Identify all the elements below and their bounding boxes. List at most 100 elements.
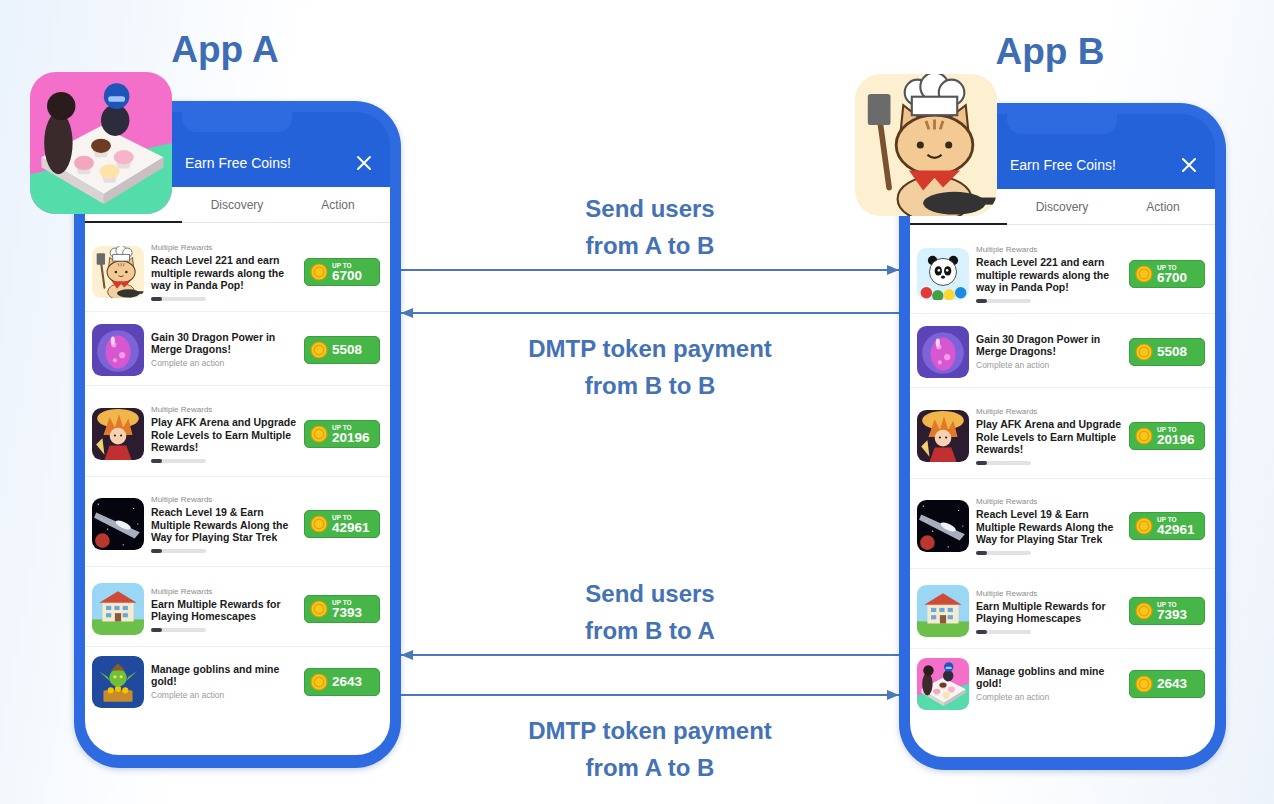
- icon-part: [945, 437, 947, 439]
- coin-amount: 2643: [1157, 677, 1187, 691]
- close-icon: [356, 155, 372, 171]
- button-text: UP TO7393: [1157, 598, 1187, 624]
- icon-part: [917, 585, 969, 637]
- game-icon: [917, 248, 969, 300]
- offer-row: Multiple RewardsEarn Multiple Rewards fo…: [910, 573, 1215, 649]
- offer-title: Play AFK Arena and Upgrade Role Levels t…: [151, 416, 297, 454]
- icon-part: [92, 656, 144, 708]
- icon-part: [943, 670, 953, 681]
- icon-part: [101, 105, 129, 136]
- coin-amount: 42961: [332, 521, 370, 535]
- progress-fill: [976, 461, 987, 465]
- icon-part: [931, 608, 936, 612]
- offer-subtitle: Complete an action: [151, 690, 297, 701]
- offer-text: Multiple RewardsPlay AFK Arena and Upgra…: [151, 391, 297, 476]
- icon-art: [855, 74, 997, 216]
- icon-part: [126, 672, 136, 681]
- edge-label-slot: DMTP token payment from A to B: [508, 712, 793, 786]
- icon-part: [106, 606, 111, 610]
- coin-body: [311, 674, 327, 690]
- icon-part: [924, 593, 961, 604]
- progress-bar: [976, 299, 1031, 303]
- reward-button: UP TO42961: [1129, 512, 1205, 540]
- coin-icon: [1135, 517, 1153, 535]
- icon-part: [137, 523, 138, 524]
- text-slot: Discovery: [192, 197, 282, 213]
- edge-label: DMTP token payment from A to B: [508, 712, 793, 786]
- icon-part: [99, 672, 109, 681]
- icon-part: [108, 96, 125, 102]
- offer-tag: Multiple Rewards: [151, 586, 297, 597]
- game-icon: [917, 585, 969, 637]
- button-caption: UP TO: [1157, 516, 1195, 523]
- tab-underline: [85, 221, 182, 223]
- icon-part: [920, 535, 935, 550]
- offer-text: Multiple RewardsReach Level 221 and earn…: [151, 232, 297, 311]
- offer-row: Multiple RewardsReach Level 221 and earn…: [910, 234, 1215, 314]
- text-slot: App B: [899, 30, 1201, 74]
- icon-part: [92, 498, 144, 550]
- icon-part: [940, 615, 946, 623]
- coin-ring: [1139, 431, 1149, 441]
- button-text: UP TO6700: [1157, 261, 1187, 287]
- icon-part: [931, 615, 936, 619]
- offer-title: Gain 30 Dragon Power in Merge Dragons!: [976, 333, 1122, 358]
- offer-subtitle: Complete an action: [976, 360, 1122, 371]
- offer-title: Reach Level 19 & Earn Multiple Rewards A…: [976, 508, 1122, 546]
- coin-body: [1136, 428, 1152, 444]
- icon-part: [123, 613, 128, 617]
- flow-arrow: [401, 654, 899, 656]
- offer-text-stack: Multiple RewardsReach Level 221 and earn…: [976, 244, 1122, 303]
- icon-part: [946, 667, 952, 669]
- coin-icon: [1135, 602, 1153, 620]
- offer-tag: Multiple Rewards: [151, 242, 297, 253]
- icon-part: [99, 591, 136, 602]
- progress-bar: [976, 551, 1031, 555]
- offer-text-stack: Manage goblins and mine gold!Complete an…: [151, 663, 297, 701]
- icon-part: [936, 338, 940, 346]
- text-slot: Action: [298, 197, 378, 213]
- offer-row: Gain 30 Dragon Power in Merge Dragons!Co…: [85, 314, 390, 386]
- icon-part: [100, 164, 120, 178]
- icon-part: [113, 675, 116, 678]
- coin-body: [311, 426, 327, 442]
- icon-part: [92, 408, 144, 460]
- close-icon: [1181, 157, 1197, 173]
- icon-part: [115, 271, 118, 274]
- icon-part: [113, 254, 130, 261]
- icon-part: [101, 265, 104, 288]
- game-icon: [92, 324, 144, 376]
- icon-part: [98, 504, 99, 505]
- offer-text: Multiple RewardsPlay AFK Arena and Upgra…: [976, 393, 1122, 478]
- icon-part: [931, 337, 956, 370]
- coin-amount: 7393: [332, 606, 362, 620]
- icon-art: [92, 408, 144, 460]
- icon-part: [133, 508, 134, 509]
- offer-tag: Multiple Rewards: [151, 494, 297, 505]
- coin-icon: [1135, 343, 1153, 361]
- icon-part: [923, 192, 985, 215]
- icon-part: [92, 324, 144, 376]
- icon-part: [938, 269, 941, 272]
- button-text: 5508: [332, 337, 362, 363]
- icon-art: [92, 498, 144, 550]
- coin-icon: [310, 673, 328, 691]
- text-slot: Earn Free Coins!: [185, 153, 350, 173]
- icon-part: [111, 663, 126, 670]
- text-slot: Action: [1123, 199, 1203, 215]
- icon-part: [917, 621, 969, 637]
- coin-body: [1136, 266, 1152, 282]
- app-icon: [855, 74, 997, 216]
- offer-tag: Multiple Rewards: [976, 588, 1122, 599]
- icon-part: [44, 112, 72, 174]
- icon-part: [958, 510, 959, 511]
- progress-bar: [976, 461, 1031, 465]
- coin-body: [311, 601, 327, 617]
- phone-notch: [182, 112, 292, 132]
- coin-icon: [310, 600, 328, 618]
- icon-part: [939, 437, 941, 439]
- offer-row: Gain 30 Dragon Power in Merge Dragons! Co…: [910, 316, 1215, 388]
- offer-title: Earn Multiple Rewards for Playing Homesc…: [976, 600, 1122, 625]
- flow-arrow: [401, 312, 899, 314]
